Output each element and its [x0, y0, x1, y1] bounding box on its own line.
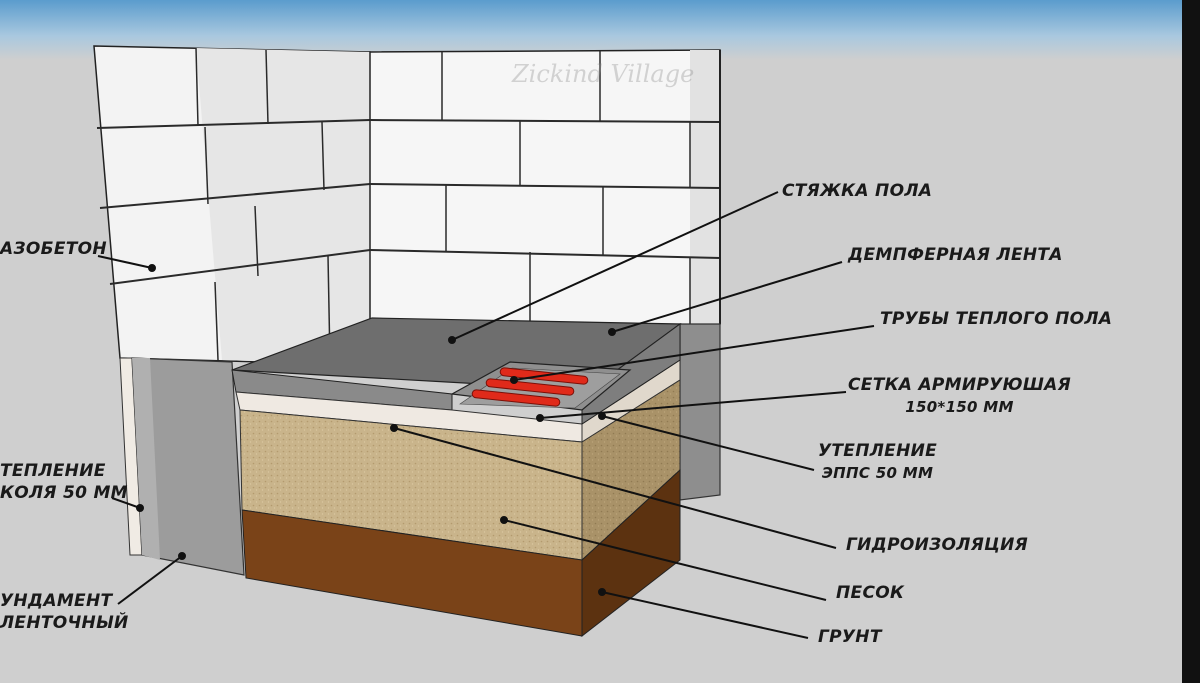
label-eps-insulation: УТЕПЛЕНИЕ ЭППС 50 ММ: [818, 440, 937, 484]
strip-foundation: [119, 357, 245, 576]
label-floor-screed: СТЯЖКА ПОЛА: [782, 181, 933, 201]
leader-lines: [97, 191, 875, 639]
label-heating-pipes: ТРУБЫ ТЕПЛОГО ПОЛА: [880, 309, 1113, 329]
label-reinforcing-mesh-line2: 150*150 ММ: [905, 398, 1014, 416]
aerated-concrete-wall-back: [369, 49, 721, 331]
label-damper-tape: ДЕМПФЕРНАЯ ЛЕНТА: [848, 245, 1063, 265]
label-eps-insulation-line1: УТЕПЛЕНИЕ: [818, 441, 938, 461]
label-strip-foundation-line1: УНДАМЕНТ: [0, 591, 113, 611]
label-soil: ГРУНТ: [818, 627, 882, 647]
label-plinth-insulation-line2: КОЛЯ 50 ММ: [0, 483, 128, 503]
label-sand: ПЕСОК: [836, 583, 905, 603]
aerated-concrete-wall-left: [93, 45, 371, 366]
label-eps-insulation-line2: ЭППС 50 ММ: [821, 464, 934, 482]
label-strip-foundation-line2: ЛЕНТОЧНЫЙ: [0, 613, 129, 633]
label-strip-foundation: УНДАМЕНТ ЛЕНТОЧНЫЙ: [0, 590, 129, 634]
label-waterproofing: ГИДРОИЗОЛЯЦИЯ: [846, 535, 1029, 555]
label-reinforcing-mesh-line1: СЕТКА АРМИРУЮШАЯ: [848, 375, 1071, 395]
soil-layer-side: [581, 468, 681, 638]
label-plinth-insulation: ТЕПЛЕНИЕ КОЛЯ 50 ММ: [0, 460, 128, 504]
label-reinforcing-mesh: СЕТКА АРМИРУЮШАЯ 150*150 ММ: [848, 374, 1071, 418]
label-aerated-concrete: АЗОБЕТОН: [0, 239, 107, 259]
label-plinth-insulation-line1: ТЕПЛЕНИЕ: [0, 461, 106, 481]
watermark: Zickind Village: [512, 60, 695, 88]
right-edge-bar: [1182, 0, 1200, 683]
